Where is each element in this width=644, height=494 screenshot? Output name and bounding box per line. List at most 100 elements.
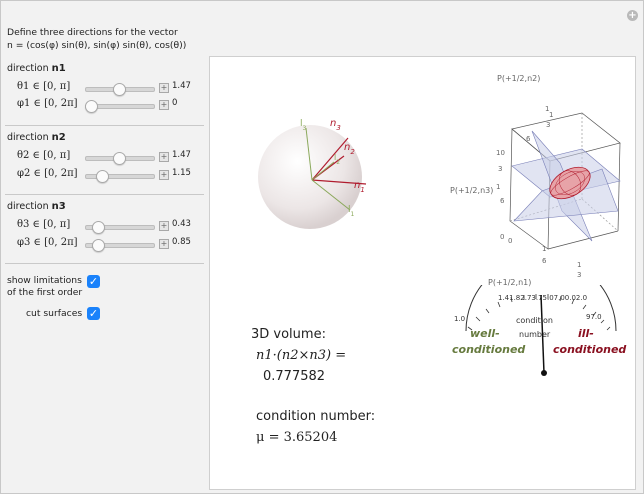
condition-value: μ = 3.65204 [256,430,338,445]
unit-sphere [258,125,362,229]
phi3-slider-knob[interactable] [92,239,105,252]
cut-surfaces-label: cut surfaces [26,308,83,319]
theta1-control: θ1 ∈ [0, π] + 1.47 [1,80,206,96]
theta1-slider-knob[interactable] [113,83,126,96]
vectors-green [305,127,351,211]
direction-2-title: direction n2 [7,132,66,143]
phi3-control: φ3 ∈ [0, 2π] + 0.85 [1,236,206,252]
gauge-center-label-1: condition [516,316,553,325]
show-limitations-checkbox[interactable]: ✓ [87,275,100,288]
direction-1-title-text: direction [7,63,52,74]
phi3-slider[interactable] [85,239,155,252]
theta2-value: 1.47 [172,150,191,160]
gauge-start-label: 1.0 [454,315,465,323]
tick-bottom-5: 3 [577,271,581,279]
vector-l3 [305,127,313,181]
phi1-control: φ1 ∈ [0, 2π] + 0 [1,97,206,113]
show-limitations-label-2: of the first order [7,287,83,298]
label-n1: n1 [354,180,365,194]
divider-1 [5,125,204,126]
phi2-slider[interactable] [85,170,155,183]
vector-n1 [311,179,367,185]
label-n2: n2 [344,142,355,156]
label-l1: l1 [348,205,355,218]
tick-bottom-3: 6 [542,257,547,265]
direction-2-title-sub: n2 [51,132,66,143]
theta2-expand-button[interactable]: + [159,152,169,162]
gauge-center-label-2: number [519,330,551,339]
direction-1-title-sub: n1 [51,63,66,74]
sphere-graphic: l3 n3 n2 l2 n1 l1 [258,118,367,229]
vector-l1 [311,179,351,211]
tick-top-1: 1 [545,105,549,113]
probability-3d-plot: P(+1/2,n2) P(+1/2,n3) P(+1/2,n1) 1 6 1 3… [450,74,621,287]
phi3-expand-button[interactable]: + [159,239,169,249]
theta3-control: θ3 ∈ [0, π] + 0.43 [1,218,206,234]
tick-left-2: 3 [498,165,502,173]
phi1-slider[interactable] [85,100,155,113]
tick-top-4: 3 [546,121,550,129]
direction-3-title: direction n3 [7,201,66,212]
output-panel: l3 n3 n2 l2 n1 l1 P(+1/2,n2) P(+1/2,n3) … [209,56,636,490]
tick-bottom-2: 1 [542,245,546,253]
tick-left-4: 6 [500,197,505,205]
show-limitations-label-1: show limitations [7,275,82,286]
tick-left-3: 1 [496,183,500,191]
theta1-expand-button[interactable]: + [159,83,169,93]
theta2-slider[interactable] [85,152,155,165]
intro-line-2: n = (cos(φ) sin(θ), sin(φ) sin(θ), cos(θ… [7,40,187,51]
tick-bottom-4: 1 [577,261,581,269]
volume-title: 3D volume: [251,327,326,342]
options-plus-icon[interactable]: + [627,10,638,21]
phi1-slider-knob[interactable] [85,100,98,113]
theta3-slider[interactable] [85,221,155,234]
tick-bottom-1: 0 [508,237,512,245]
vector-l2 [311,161,335,181]
tick-top-2: 6 [526,135,531,143]
axis-label-left: P(+1/2,n3) [450,186,493,195]
direction-1-title: direction n1 [7,63,66,74]
phi2-control: φ2 ∈ [0, 2π] + 1.15 [1,167,206,183]
phi1-value: 0 [172,98,178,108]
theta3-value: 0.43 [172,219,191,229]
phi2-label: φ2 ∈ [0, 2π] [17,168,78,179]
direction-3-title-sub: n3 [51,201,66,212]
theta3-slider-knob[interactable] [92,221,105,234]
phi2-expand-button[interactable]: + [159,170,169,180]
gauge-ill-label-2: conditioned [553,343,626,356]
theta1-label: θ1 ∈ [0, π] [17,81,71,92]
label-n3: n3 [330,118,341,132]
condition-title: condition number: [256,409,376,424]
probability-ellipsoid [549,166,591,200]
divider-2 [5,194,204,195]
gauge-scale-text: 1.41.82.73.75.07.00.02.0 [498,294,587,302]
theta3-label: θ3 ∈ [0, π] [17,219,71,230]
theta3-expand-button[interactable]: + [159,221,169,231]
gauge-end-label: 97.0 [586,313,602,321]
divider-3 [5,263,204,264]
gauge-well-label-1: well- [470,327,500,340]
phi2-value: 1.15 [172,168,191,178]
phi3-value: 0.85 [172,237,191,247]
phi2-slider-knob[interactable] [96,170,109,183]
direction-3-title-text: direction [7,201,52,212]
intro-text: Define three directions for the vector n… [7,26,186,52]
gauge-arc [465,285,617,332]
tick-left-5: 0 [500,233,504,241]
theta2-slider-knob[interactable] [113,152,126,165]
vector-n3 [311,137,349,181]
tick-left-1: 10 [496,149,505,157]
show-limitations-label: show limitations of the first order [7,275,82,299]
axis-label-top: P(+1/2,n2) [497,74,540,83]
theta1-slider[interactable] [85,83,155,96]
phi1-label: φ1 ∈ [0, 2π] [17,98,78,109]
gauge-ticks [467,294,611,331]
gauge-well-label-2: conditioned [452,343,525,356]
direction-2-title-text: direction [7,132,52,143]
gauge-ill-label-1: ill- [578,327,594,340]
cut-surfaces-checkbox[interactable]: ✓ [87,307,100,320]
phi3-label: φ3 ∈ [0, 2π] [17,237,78,248]
phi1-expand-button[interactable]: + [159,100,169,110]
label-l3: l3 [300,119,307,132]
